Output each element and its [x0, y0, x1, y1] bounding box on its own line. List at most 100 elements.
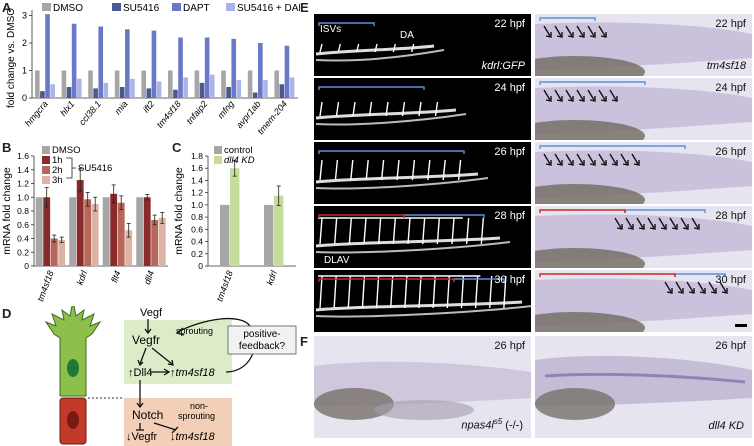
chart-a-legend-swatch [172, 3, 181, 11]
chart-b-ylabel: mRNA fold change [1, 167, 13, 255]
tm4sf18-ish-image-4: 30 hpf [535, 270, 752, 332]
chart-a-bar [194, 70, 200, 98]
isv-vessel [465, 217, 470, 245]
chart-a-ylabel: fold change vs. DMSO [6, 8, 17, 108]
ish-arrow [675, 281, 683, 293]
ish-arrow [658, 217, 666, 229]
cardinal-vein [315, 177, 489, 190]
isv-vessel [337, 43, 342, 53]
vegf-label: Vegf [140, 307, 163, 319]
e-right-time-label: 26 hpf [715, 146, 746, 158]
chart-b-ytick-label: 0.8 [17, 206, 29, 216]
chart-c-category-label: tm4sf18 [215, 269, 235, 303]
e-left-time-label: 24 hpf [494, 82, 525, 94]
embryo-drawing [535, 145, 752, 204]
feedback-label-line1: positive- [243, 329, 280, 340]
dorsal-aorta [315, 108, 457, 120]
ish-arrow [554, 25, 562, 37]
chart-a-bar [141, 70, 147, 98]
chart-a-legend-label: SU5416 [123, 3, 160, 14]
isv-vessel [427, 159, 431, 181]
ish-arrow [587, 89, 595, 101]
isv-vessel [319, 101, 323, 117]
chart-b-legend-label: 2h [52, 165, 63, 176]
isv-vessel [407, 217, 411, 245]
isv-vessel [347, 275, 351, 309]
isv-vessel [319, 275, 323, 309]
isv-vessel [334, 159, 339, 181]
yolk-extension [535, 184, 645, 204]
chart-a-bar [258, 43, 263, 98]
chart-a-category-label: hlx1 [58, 99, 76, 118]
embryo-drawing [535, 81, 752, 140]
vegfr-label: Vegfr [132, 333, 160, 347]
chart-a-bar [231, 38, 237, 98]
ish-arrowhead [567, 160, 574, 166]
chart-b-legend-label: 1h [52, 155, 63, 166]
chart-a-category-label: hmgcra [23, 99, 50, 128]
ish-arrow [614, 217, 622, 229]
chart-c-ytick-label: 1.6 [191, 163, 203, 173]
isv-vessel [319, 43, 323, 53]
ish-arrowhead [567, 32, 574, 38]
dorsal-aorta [315, 172, 479, 184]
panel-letter-c: C [172, 140, 182, 155]
ish-arrowhead [666, 288, 673, 294]
ish-arrowhead [578, 96, 585, 102]
chart-a-ytick-label: 1 [22, 66, 27, 76]
chart-b-bar [102, 197, 110, 266]
chart-b-bar [158, 217, 166, 266]
ish-arrowhead [693, 224, 700, 230]
chart-a-bar [125, 29, 130, 98]
isv-vessel [410, 43, 415, 53]
ish-arrowhead [567, 96, 574, 102]
npas4l-genotype: (-/-) [502, 420, 523, 432]
ish-arrow [620, 153, 628, 165]
chart-a-ytick-label: 0 [22, 93, 27, 103]
dorsal-aorta [315, 236, 501, 248]
chart-b-category-label: dll4 [142, 269, 156, 286]
kdrl-gfp-image-1: 24 hpf [314, 78, 531, 140]
chart-a-legend-swatch [42, 3, 51, 11]
npas4l-allele: s5 [493, 417, 503, 427]
tm4sf18-ish-image-3: 28 hpf [535, 206, 752, 268]
chart-b-bar [110, 193, 118, 266]
chart-b-bar [125, 230, 133, 266]
stalk-cell-drawing [59, 397, 87, 445]
isv-vessel [361, 275, 366, 309]
npas4l-mutant-ish-image: 26 hpf npas4ls5 (-/-) [314, 336, 531, 438]
chart-a-category-label: ccl38.1 [77, 99, 103, 127]
isv-vessel [352, 101, 356, 117]
chart-b-bar [143, 197, 151, 266]
ish-arrow [554, 153, 562, 165]
chart-b-legend-swatch [42, 156, 50, 164]
cardinal-vein [315, 113, 467, 126]
yolk-extension [535, 248, 645, 268]
chart-b-category-label: kdrl [75, 268, 90, 286]
isv-vessel [442, 159, 446, 181]
ish-arrow [609, 153, 617, 165]
isv-vessel [421, 217, 426, 245]
ish-arrow [576, 25, 584, 37]
isv-vessel [335, 101, 340, 117]
ish-arrow [576, 89, 584, 101]
cardinal-vein [315, 305, 531, 318]
e-right-time-label: 22 hpf [715, 18, 746, 30]
isv-vessel [474, 275, 479, 309]
chart-a-bar [178, 37, 183, 98]
chart-a-bar [76, 78, 82, 98]
ish-arrowhead [600, 32, 607, 38]
vessel-drawing [315, 150, 489, 190]
chart-a-bar [156, 81, 162, 98]
ish-blue-bracket [539, 145, 686, 149]
chart-a-bar [114, 70, 120, 98]
isv-vessel [418, 275, 422, 309]
embryo-drawing [535, 273, 752, 332]
ish-arrowhead [682, 224, 689, 230]
chart-a-bar [168, 70, 173, 98]
dlav-bracket [318, 278, 455, 282]
chart-a-bar [93, 88, 98, 98]
